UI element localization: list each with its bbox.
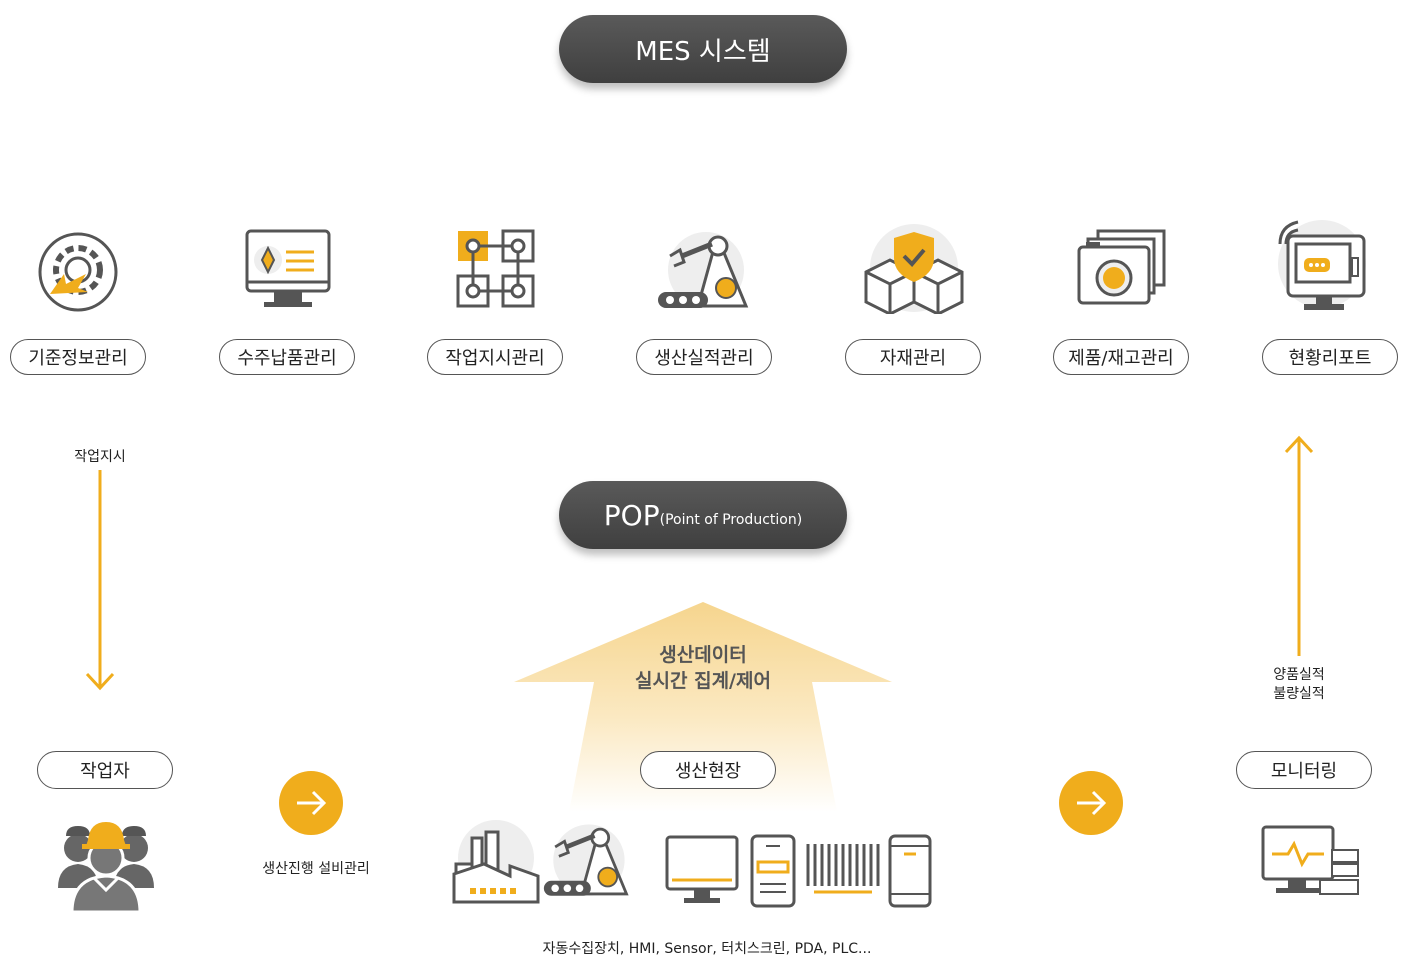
- module-work-order[interactable]: 작업지시관리: [427, 339, 563, 375]
- robot-arm-icon: [543, 824, 629, 896]
- workers-icon: [58, 822, 154, 914]
- module-label: 자재관리: [879, 348, 947, 369]
- module-label: 제품/재고관리: [1068, 348, 1174, 369]
- monitor-icon: [245, 229, 331, 307]
- pda-icon: [750, 834, 796, 908]
- barcode-icon: [806, 844, 880, 894]
- data-arrow-text-2: 실시간 집계/제어: [635, 670, 771, 692]
- monitoring-icon: [1261, 825, 1359, 895]
- pop-title: POP (Point of Production): [559, 481, 847, 549]
- mes-title-text: MES 시스템: [635, 36, 771, 67]
- flow-icon: [456, 229, 535, 308]
- boxes-shield-icon: [864, 224, 964, 314]
- worker-label-pill[interactable]: 작업자: [37, 751, 173, 789]
- pop-title-text: POP: [603, 498, 660, 532]
- robot-arm-icon: [658, 232, 749, 308]
- module-label: 현황리포트: [1288, 348, 1372, 369]
- arrow-right-icon: [279, 771, 343, 835]
- worker-label: 작업자: [80, 761, 130, 782]
- module-standard-info[interactable]: 기준정보관리: [10, 339, 146, 375]
- hmi-monitor-icon: [665, 835, 739, 903]
- arrow-up-icon: [1284, 435, 1314, 656]
- mes-system-title: MES 시스템: [559, 15, 847, 83]
- module-status-report[interactable]: 현황리포트: [1262, 339, 1398, 375]
- defect-results-label: 불량실적: [1273, 686, 1325, 702]
- module-materials[interactable]: 자재관리: [845, 339, 981, 375]
- site-label: 생산현장: [674, 761, 742, 782]
- module-label: 수주납품관리: [237, 348, 337, 369]
- gear-icon: [38, 232, 118, 312]
- module-label: 작업지시관리: [445, 348, 545, 369]
- worker-caption: 생산진행 설비관리: [262, 861, 370, 877]
- site-label-pill[interactable]: 생산현장: [640, 751, 776, 789]
- work-order-flow-label: 작업지시: [74, 449, 126, 465]
- photo-stack-icon: [1077, 229, 1166, 305]
- pop-subtitle-text: (Point of Production): [659, 512, 803, 528]
- data-arrow-shape: [514, 602, 892, 812]
- module-label: 기준정보관리: [28, 348, 128, 369]
- arrow-down-icon: [85, 470, 115, 691]
- module-production-results[interactable]: 생산실적관리: [636, 339, 772, 375]
- monitoring-label: 모니터링: [1270, 761, 1338, 782]
- module-order-delivery[interactable]: 수주납품관리: [219, 339, 355, 375]
- phone-icon: [888, 834, 932, 908]
- data-arrow-text-1: 생산데이터: [659, 644, 747, 666]
- devices-caption: 자동수집장치, HMI, Sensor, 터치스크린, PDA, PLC...: [542, 941, 872, 957]
- report-monitor-icon: [1278, 220, 1366, 310]
- module-label: 생산실적관리: [654, 348, 754, 369]
- module-product-inventory[interactable]: 제품/재고관리: [1053, 339, 1189, 375]
- arrow-right-icon: [1059, 771, 1123, 835]
- good-results-label: 양품실적: [1273, 667, 1325, 683]
- factory-icon: [452, 820, 540, 904]
- monitoring-label-pill[interactable]: 모니터링: [1236, 751, 1372, 789]
